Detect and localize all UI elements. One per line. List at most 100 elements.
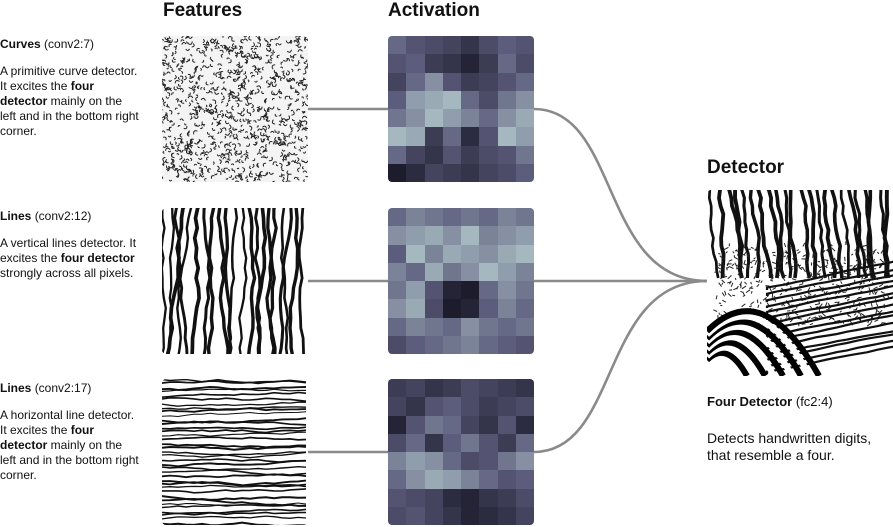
- detector-name: Four Detector: [707, 394, 793, 409]
- activation-cell: [479, 317, 498, 336]
- activation-cell: [497, 109, 516, 128]
- activation-cell: [442, 226, 461, 245]
- activation-cell: [424, 433, 443, 452]
- activation-cell: [479, 452, 498, 471]
- activation-cell: [388, 109, 407, 128]
- horizontal-lines-pattern: [162, 379, 308, 525]
- activation-cell: [497, 299, 516, 318]
- activation-cell: [479, 379, 498, 398]
- activation-cell: [497, 335, 516, 354]
- activation-cell: [424, 109, 443, 128]
- activation-cell: [461, 299, 480, 318]
- activation-cell: [406, 36, 425, 55]
- activation-cell: [424, 90, 443, 109]
- activation-cell: [461, 109, 480, 128]
- activation-cell: [406, 488, 425, 507]
- activation-cell: [442, 299, 461, 318]
- activation-cell: [442, 163, 461, 182]
- activation-cell: [515, 317, 534, 336]
- activation-cell: [497, 262, 516, 281]
- activation-cell: [406, 317, 425, 336]
- activation-cell: [424, 470, 443, 489]
- activation-cell: [497, 90, 516, 109]
- activation-cell: [424, 36, 443, 55]
- activation-cell: [479, 299, 498, 318]
- activation-cell: [424, 262, 443, 281]
- activation-cell: [406, 379, 425, 398]
- row-3-desc-bold: four detector: [0, 423, 95, 452]
- detector-description: Detects handwritten digits, that resembl…: [707, 430, 872, 463]
- row-3-description: Lines (conv2:17) A horizontal line detec…: [0, 381, 140, 483]
- activation-cell: [406, 452, 425, 471]
- activation-cell: [497, 488, 516, 507]
- activation-cell: [406, 90, 425, 109]
- activation-cell: [497, 244, 516, 263]
- activation-cell: [515, 145, 534, 164]
- activation-cell: [406, 163, 425, 182]
- activation-cell: [479, 208, 498, 227]
- activation-cell: [442, 145, 461, 164]
- row-2-desc-text: A vertical lines detector. It excites th…: [0, 236, 137, 265]
- activation-cell: [424, 488, 443, 507]
- horizontal-lines-activation-map: [388, 379, 534, 525]
- activation-cell: [442, 72, 461, 91]
- activation-cell: [497, 317, 516, 336]
- activation-cell: [479, 415, 498, 434]
- activation-cell: [515, 109, 534, 128]
- activation-cell: [424, 208, 443, 227]
- row-1-desc-text: A primitive curve detector. It excites t…: [0, 64, 138, 93]
- activation-cell: [424, 299, 443, 318]
- activation-cell: [406, 127, 425, 146]
- activation-cell: [515, 226, 534, 245]
- activation-cell: [461, 452, 480, 471]
- curves-feature-visualization: [162, 36, 308, 182]
- four-detector-pattern: [707, 190, 893, 376]
- activation-cell: [461, 281, 480, 300]
- activation-detector-link: [533, 107, 708, 283]
- activation-cell: [479, 36, 498, 55]
- activation-cell: [497, 470, 516, 489]
- activation-cell: [442, 262, 461, 281]
- activation-cell: [388, 470, 407, 489]
- activation-cell: [442, 470, 461, 489]
- activation-cell: [406, 415, 425, 434]
- activation-cell: [515, 244, 534, 263]
- activation-cell: [461, 54, 480, 73]
- activation-cell: [406, 226, 425, 245]
- activation-cell: [442, 281, 461, 300]
- activation-cell: [388, 145, 407, 164]
- activation-cell: [479, 90, 498, 109]
- activation-cell: [388, 335, 407, 354]
- activation-cell: [515, 433, 534, 452]
- activation-cell: [461, 433, 480, 452]
- activation-cell: [406, 281, 425, 300]
- row-3-name: Lines: [0, 381, 32, 395]
- activation-cell: [388, 506, 407, 525]
- activation-cell: [442, 488, 461, 507]
- activation-cell: [424, 506, 443, 525]
- row-1-desc-text-end: mainly on the left and in the bottom rig…: [0, 94, 139, 138]
- activation-cell: [406, 335, 425, 354]
- activation-cell: [479, 470, 498, 489]
- activation-cell: [479, 506, 498, 525]
- activation-cell: [424, 415, 443, 434]
- activation-cell: [497, 452, 516, 471]
- features-header: Features: [163, 0, 243, 21]
- activation-cell: [461, 208, 480, 227]
- activation-cell: [515, 54, 534, 73]
- activation-cell: [479, 397, 498, 416]
- activation-cell: [497, 281, 516, 300]
- activation-cell: [388, 379, 407, 398]
- activation-cell: [497, 72, 516, 91]
- activation-cell: [479, 244, 498, 263]
- activation-cell: [515, 452, 534, 471]
- activation-cell: [388, 397, 407, 416]
- activation-cell: [442, 335, 461, 354]
- detector-header: Detector: [707, 157, 785, 178]
- row-1-name: Curves: [0, 37, 41, 51]
- activation-cell: [406, 72, 425, 91]
- activation-cell: [497, 379, 516, 398]
- activation-cell: [479, 72, 498, 91]
- activation-cell: [442, 506, 461, 525]
